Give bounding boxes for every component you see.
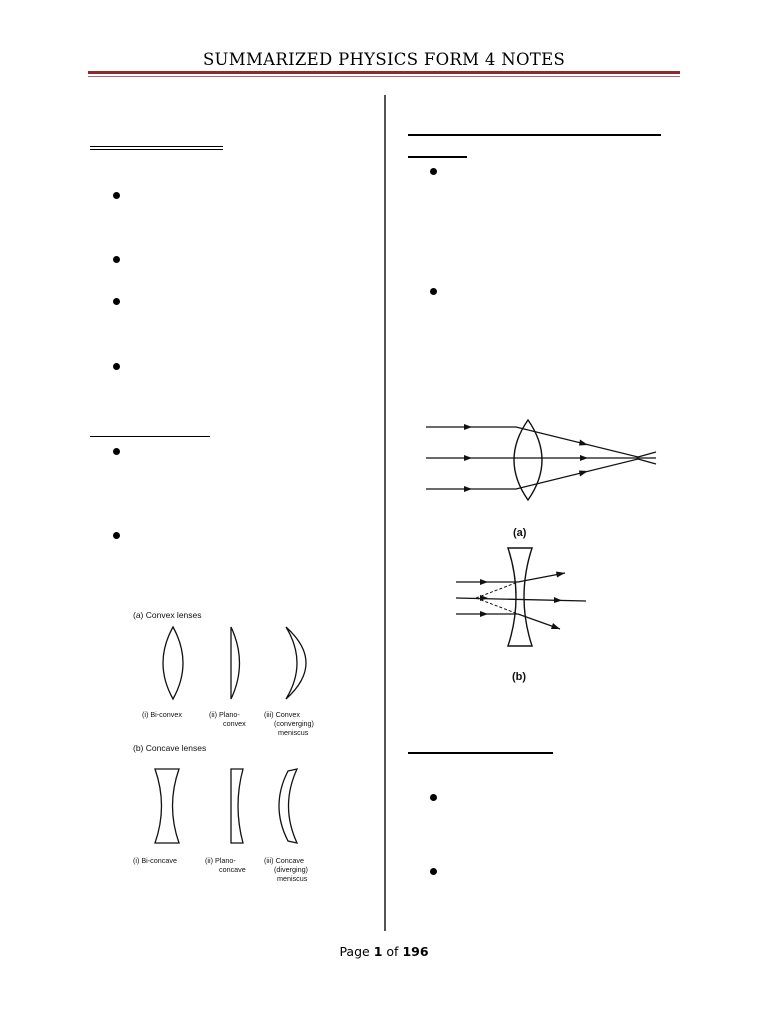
convex-lenses-heading: (a) Convex lenses [133, 610, 202, 620]
bi-convex-lens-shape [162, 625, 184, 701]
bi-concave-lens-shape [154, 768, 180, 844]
bullet-point [430, 794, 437, 801]
bullet-point [113, 256, 120, 263]
bullet-point [113, 448, 120, 455]
ray-diagrams-figure: (a) (b) [426, 418, 657, 683]
label-plano-concave: (ii) Plano- concave [205, 856, 246, 874]
converging-ray-arrowheads [464, 424, 588, 492]
label-concave-meniscus: (iii) Concave (diverging) meniscus [264, 856, 310, 883]
left-heading-underline-1 [90, 146, 223, 150]
bullet-point [113, 363, 120, 370]
bullet-point [430, 168, 437, 175]
converging-lens-shape [513, 418, 543, 502]
label-bi-convex: (i) Bi-convex [142, 710, 182, 719]
bullet-point [430, 868, 437, 875]
label-plano-convex: (ii) Plano- convex [209, 710, 246, 728]
footer-current-page: 1 [373, 944, 383, 959]
plano-concave-lens-shape [230, 768, 244, 844]
bullet-point [113, 298, 120, 305]
convex-meniscus-lens-shape [285, 626, 307, 700]
right-heading-underline-2 [408, 752, 553, 754]
right-heading-underline-1b [408, 156, 467, 158]
label-b: (b) [512, 671, 526, 683]
concave-lenses-heading: (b) Concave lenses [133, 743, 206, 753]
label-convex-meniscus: (iii) Convex (converging) meniscus [264, 710, 316, 737]
footer-page-word: Page [339, 944, 370, 959]
diverging-ray-arrowheads [480, 571, 565, 629]
header-rule-thin [88, 76, 680, 77]
page-header-title: SUMMARIZED PHYSICS FORM 4 NOTES [202, 50, 566, 69]
diverging-virtual-rays [475, 581, 519, 615]
right-heading-underline-1a [408, 134, 661, 136]
diverging-rays [455, 572, 587, 630]
footer-total-pages: 196 [402, 944, 429, 959]
column-divider [384, 95, 386, 931]
bullet-point [113, 532, 120, 539]
concave-meniscus-lens-shape [278, 768, 299, 844]
bullet-point [113, 192, 120, 199]
left-heading-underline-2 [90, 436, 210, 437]
lens-types-figure: (a) Convex lenses (i) Bi-convex (ii) Pla… [133, 610, 316, 883]
header-rule-thick [88, 71, 680, 74]
footer-of-word: of [386, 944, 399, 959]
label-bi-concave: (i) Bi-concave [133, 856, 177, 865]
bullet-point [430, 288, 437, 295]
label-a: (a) [513, 527, 527, 539]
diverging-lens-shape [507, 547, 533, 647]
page-footer: Page 1 of 196 [0, 944, 768, 959]
converging-rays [426, 426, 657, 490]
plano-convex-lens-shape [230, 626, 241, 700]
